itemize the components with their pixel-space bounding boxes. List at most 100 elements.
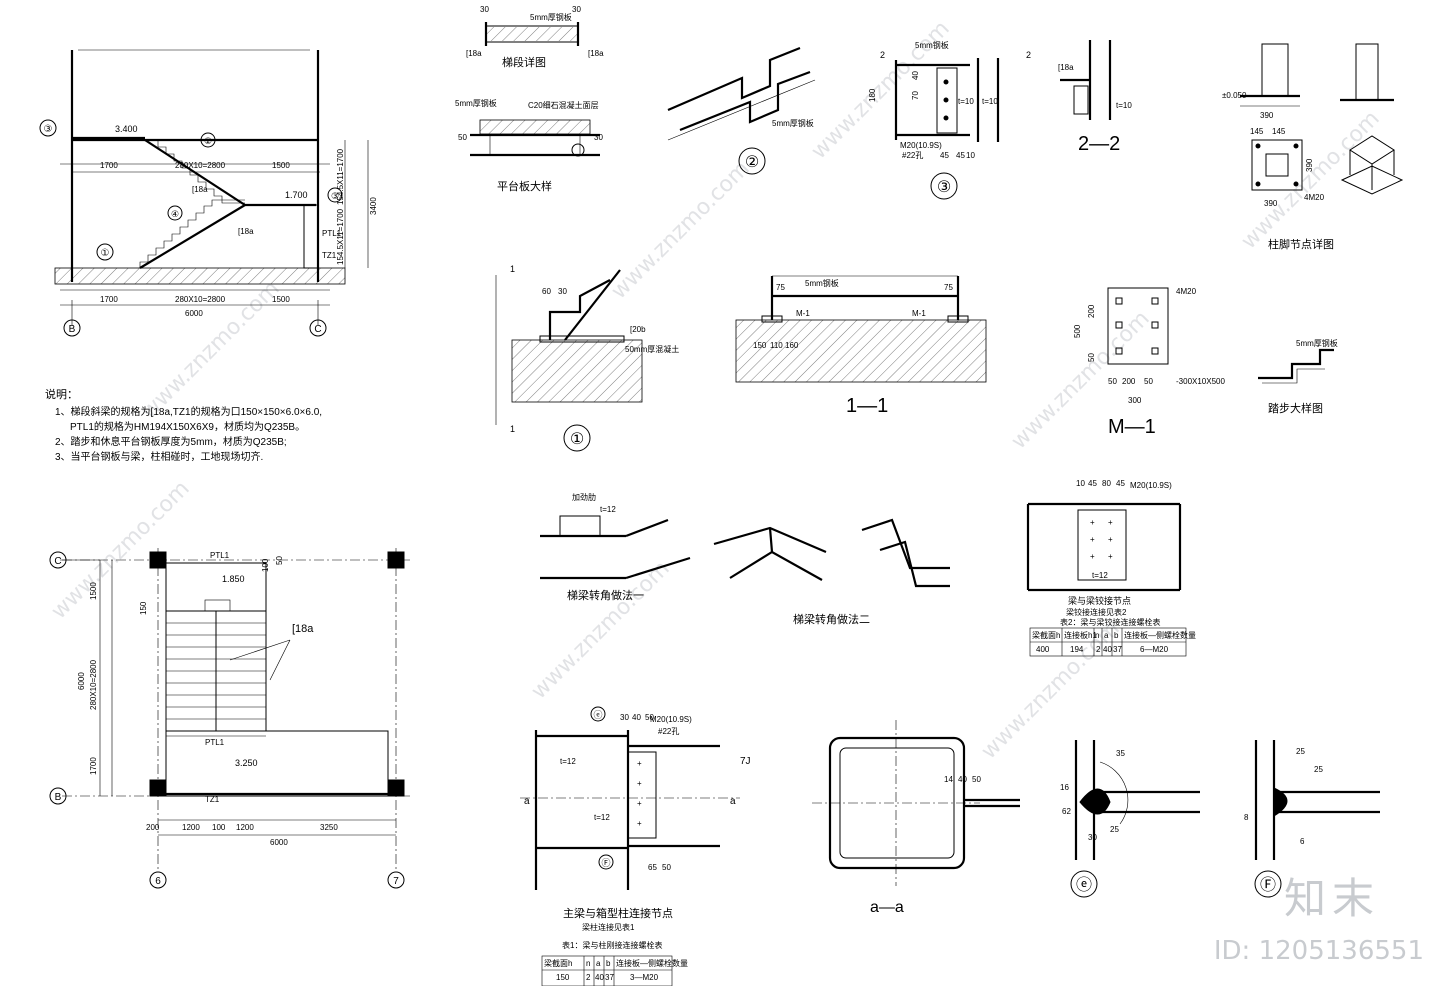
detail-title: 梯段详图 bbox=[502, 55, 546, 69]
callout-label: ③ bbox=[331, 191, 339, 201]
stair-treads bbox=[166, 622, 266, 720]
dim-text: 30 bbox=[480, 5, 489, 14]
dim-text: 25 bbox=[1110, 825, 1119, 834]
label: [18a bbox=[466, 49, 482, 58]
svg-text:+: + bbox=[1090, 552, 1095, 561]
detail-title: M—1 bbox=[1108, 416, 1156, 438]
section-mark: 2 bbox=[880, 50, 885, 60]
detail-1: 1 1 60 30 [20b 50mm厚混凝土 ① bbox=[495, 264, 679, 452]
label: t=12 bbox=[1092, 571, 1108, 580]
dim-text: 1200 bbox=[236, 823, 254, 832]
detail-title: 柱脚节点详图 bbox=[1268, 237, 1334, 251]
general-notes: 说明： 1、梯段斜梁的规格为[18a,TZ1的规格为口150×150×6.0×6… bbox=[45, 387, 322, 463]
note-line: 3、当平台钢板与梁，柱相碰时，工地现场切齐. bbox=[55, 450, 263, 463]
table-cell: 连接板—侧螺栓数量 bbox=[616, 958, 688, 968]
member-label: TZ1 bbox=[205, 795, 220, 804]
detail-platform: C20细石混凝土面层 5mm厚钢板 50 30 平台板大样 bbox=[455, 98, 603, 193]
dim-text: 180 bbox=[868, 88, 877, 102]
detail-step-section: 5mm厚钢板 [18a [18a 30 30 梯段详图 bbox=[466, 5, 604, 69]
dim-text: 280X10=2800 bbox=[89, 659, 98, 710]
dim-text: 25 bbox=[1314, 765, 1323, 774]
dim-text: 200 bbox=[146, 823, 160, 832]
detail-title: a—a bbox=[870, 899, 904, 916]
dim-text: 6000 bbox=[77, 672, 86, 690]
dim-text: 50 bbox=[275, 556, 284, 565]
dim-text: 1700 bbox=[89, 757, 98, 775]
svg-text:+: + bbox=[1108, 552, 1113, 561]
label: #22孔 bbox=[658, 727, 679, 736]
stair-elevation: ③ ② ③ ① ④ B C 3.400 1.700 1700 280X10=28… bbox=[39, 49, 378, 337]
callout-circle bbox=[1070, 870, 1098, 898]
dim-text: 300 bbox=[1128, 396, 1142, 405]
table-cell: 40 bbox=[595, 973, 604, 982]
label: 5mm厚钢板 bbox=[1296, 338, 1338, 348]
callout-label: ③ bbox=[937, 179, 951, 196]
detail-title: 梯梁转角做法一 bbox=[567, 588, 644, 602]
dim-text: 16 bbox=[1060, 783, 1069, 792]
dim-text: 75 bbox=[776, 283, 785, 292]
dim-text: 200 bbox=[1122, 377, 1136, 386]
svg-text:+: + bbox=[1090, 518, 1095, 527]
table-cell: a bbox=[1104, 631, 1109, 640]
table-cell: 194 bbox=[1070, 645, 1084, 654]
label: 4M20 bbox=[1176, 287, 1197, 296]
dim-text: 45 bbox=[956, 151, 965, 160]
detail-f: 25 25 8 6 Ⓕ bbox=[1244, 740, 1380, 898]
callout-label: ⓔ bbox=[593, 710, 602, 720]
callout-circle bbox=[738, 147, 766, 175]
svg-text:+: + bbox=[637, 819, 642, 828]
dim-text: 145 bbox=[1272, 127, 1286, 136]
member-label: [18a bbox=[238, 227, 254, 236]
detail-subtitle: 梁柱连接见表1 bbox=[582, 922, 635, 932]
label: 5mm钢板 bbox=[805, 278, 839, 288]
watermarks: www.znzmo.com www.znzmo.com www.znzmo.co… bbox=[47, 16, 1385, 764]
table-cell: 6—M20 bbox=[1140, 645, 1169, 654]
section-a-a: 14 40 50 a—a bbox=[812, 720, 1020, 916]
callout-circle bbox=[930, 172, 958, 200]
label: -300X10X500 bbox=[1176, 377, 1225, 386]
detail-column-base: 390 145 145 390 390 ±0.050 4M20 柱脚节点详图 bbox=[1222, 43, 1404, 251]
dim-text: 100 bbox=[212, 823, 226, 832]
label: 50mm厚混凝土 bbox=[625, 344, 679, 354]
dim-text: 100 bbox=[261, 558, 270, 572]
detail-title: 平台板大样 bbox=[497, 179, 552, 193]
member-label: TZ1 bbox=[322, 251, 337, 260]
axis-label-left: B bbox=[69, 324, 76, 335]
dim-text: 280X10=2800 bbox=[175, 295, 226, 304]
watermark-text: www.znzmo.com bbox=[607, 156, 755, 304]
table-cell: 150 bbox=[556, 973, 570, 982]
axis-bubble bbox=[49, 787, 67, 805]
dim-text: 110 bbox=[770, 341, 783, 350]
dim-text: 62 bbox=[1062, 807, 1071, 816]
detail-beam-beam: ++ ++ ++ 10 45 80 45 M20(10.9S) t=12 梁与梁… bbox=[1026, 479, 1196, 657]
dim-text: 150 bbox=[753, 341, 767, 350]
table-cell: 40 bbox=[1103, 645, 1112, 654]
axis-bubble bbox=[309, 319, 327, 337]
detail-m1: 500 200 50 50 200 50 300 4M20 -300X10X50… bbox=[1073, 287, 1225, 438]
dim-text: 75 bbox=[944, 283, 953, 292]
resource-id-label: ID: 1205136551 bbox=[1213, 936, 1424, 966]
dim-text: 1500 bbox=[272, 161, 290, 170]
label: 加劲肋 bbox=[572, 492, 596, 502]
dim-text: 154.5X11=1700 bbox=[336, 208, 345, 265]
dim-text: 154.5X11=1700 bbox=[336, 148, 345, 205]
table-cell: 梁截面h bbox=[1032, 630, 1060, 640]
callout-circle bbox=[200, 132, 216, 148]
detail-title: 2—2 bbox=[1078, 133, 1120, 155]
callout-circle bbox=[563, 424, 591, 452]
label: C20细石混凝土面层 bbox=[528, 100, 599, 110]
svg-text:+: + bbox=[1108, 535, 1113, 544]
label: t=10 bbox=[982, 97, 998, 106]
axis-bubble bbox=[49, 551, 67, 569]
label: ±0.050 bbox=[1222, 91, 1247, 100]
label: t=12 bbox=[560, 757, 576, 766]
table-cell: 37 bbox=[1113, 645, 1122, 654]
dim-text: 80 bbox=[1102, 479, 1111, 488]
svg-text:+: + bbox=[1090, 535, 1095, 544]
dim-text: 50 bbox=[662, 863, 671, 872]
axis-label-top: C bbox=[54, 556, 61, 567]
label: a bbox=[730, 796, 736, 807]
dim-text: 1700 bbox=[100, 295, 118, 304]
label: [18a bbox=[1058, 63, 1074, 72]
note-line: 2、踏步和休息平台钢板厚度为5mm，材质为Q235B; bbox=[55, 435, 287, 448]
